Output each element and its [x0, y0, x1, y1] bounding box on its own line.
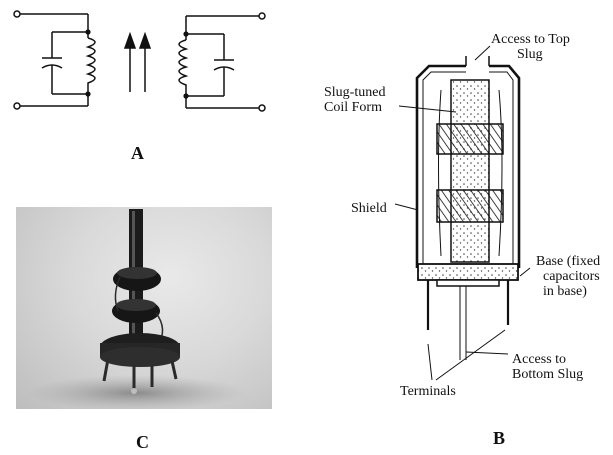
label-base: Base (fixed capacitors in base)	[536, 254, 600, 299]
label-access-top: Access to Top Slug	[491, 32, 570, 62]
label-slug-tuned-line2: Coil Form	[324, 100, 382, 115]
label-base-line2: capacitors	[543, 269, 600, 284]
label-shield: Shield	[351, 201, 387, 216]
inductor-coil-left	[85, 37, 96, 94]
label-base-line1: Base (fixed	[536, 254, 601, 269]
coil-photograph	[16, 207, 272, 409]
label-base-line3: in base)	[543, 284, 587, 299]
label-access-bottom-line1: Access to	[512, 352, 567, 367]
label-terminals: Terminals	[400, 384, 456, 399]
label-access-bottom-line2: Bottom Slug	[512, 367, 584, 382]
shield	[415, 64, 521, 268]
coil-winding	[436, 189, 504, 223]
label-slug-tuned-coil-form: Slug-tuned Coil Form	[324, 85, 385, 115]
inductor-coil-right	[178, 39, 189, 96]
base	[417, 263, 519, 281]
slug-tuned-coil-form	[450, 79, 490, 263]
label-slug-tuned-line1: Slug-tuned	[324, 85, 386, 100]
coil-winding	[436, 123, 504, 155]
panel-letter-b: B	[493, 428, 506, 448]
label-access-bottom: Access to Bottom Slug	[512, 352, 583, 382]
panel-letter-c: C	[136, 432, 149, 452]
slug-arrows	[123, 31, 152, 92]
schematic-diagram	[13, 10, 266, 112]
panel-letter-a: A	[131, 143, 144, 163]
label-access-top-line2: Slug	[517, 47, 543, 62]
label-access-top-line1: Access to Top	[491, 32, 570, 47]
